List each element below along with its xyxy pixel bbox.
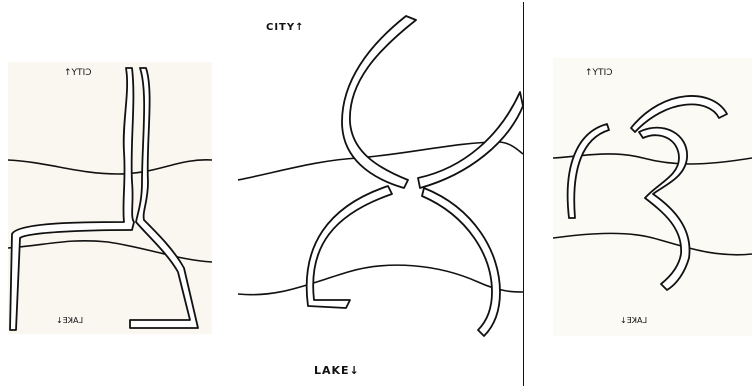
lake-label: LAKE↓ <box>314 364 360 377</box>
river-bank-lower <box>8 241 212 262</box>
river-crossing-sketch-right <box>553 58 752 336</box>
lake-label: LAKE↓ <box>620 316 647 325</box>
arc-road-top <box>631 96 727 132</box>
river-crossing-sketch-center <box>238 2 523 386</box>
river-bank-lower <box>238 265 523 295</box>
lake-label: LAKE↓ <box>56 316 83 325</box>
river-bank-lower <box>553 233 752 254</box>
river-bank-upper <box>8 160 212 174</box>
arc-road-left <box>568 124 609 218</box>
arc-road-lower-left <box>307 186 392 308</box>
arc-road-upper-right <box>418 92 523 188</box>
arc-road-right <box>639 128 690 290</box>
arc-road-lower-right <box>422 188 500 336</box>
sketch-panel-right: CITY↑ LAKE↓ <box>553 58 752 336</box>
sketch-panel-center: CITY↑ LAKE↓ <box>238 2 524 386</box>
sketch-panel-left: CITY↑ LAKE↓ <box>8 62 212 334</box>
river-crossing-sketch-left <box>8 62 212 334</box>
bridge-road-left <box>10 68 134 330</box>
bridge-road-right <box>130 68 198 328</box>
city-label: CITY↑ <box>64 68 91 78</box>
arc-road-upper-left <box>342 16 416 188</box>
city-label: CITY↑ <box>266 22 305 33</box>
city-label: CITY↑ <box>585 68 612 78</box>
